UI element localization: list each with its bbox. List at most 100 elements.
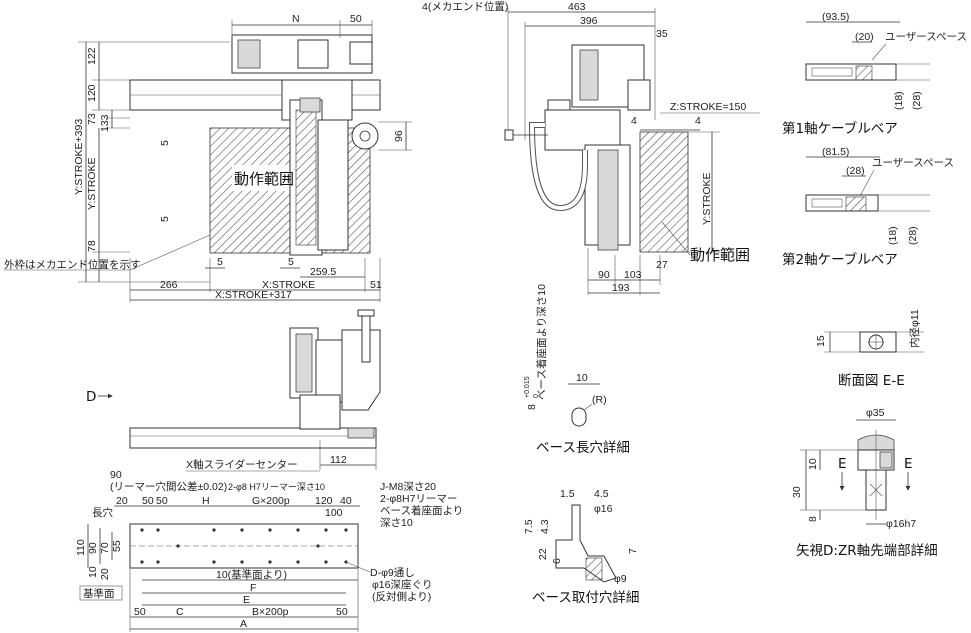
slider-center-label: X軸スライダーセンター	[186, 458, 298, 471]
base-d40: 40	[340, 495, 352, 507]
base-phi8-note2: 深さ10	[380, 517, 413, 529]
base-d50-b: 50	[156, 495, 168, 507]
dim-133: 133	[99, 114, 111, 132]
base-d90: 90	[110, 469, 122, 481]
front-view: D 112 X軸スライダーセンター	[86, 309, 381, 472]
cb1-dim-28: (28)	[911, 91, 923, 110]
mt-d6: 6	[551, 558, 563, 564]
base-a: A	[240, 618, 247, 630]
dim-51: 51	[370, 279, 382, 291]
mt-d7: 7	[627, 548, 639, 554]
dim-266: 266	[160, 279, 178, 291]
base-d110: 110	[75, 539, 87, 556]
dim-103: 103	[624, 269, 642, 281]
mt-d4-5: 4.5	[594, 488, 609, 500]
cb2-dim-28: (28)	[846, 165, 865, 177]
dim-x-stroke: X:STROKE	[262, 279, 315, 291]
dim-73: 73	[86, 113, 98, 125]
base-d50-c: 50	[134, 606, 146, 618]
slot-detail: ベース着座面より深さ10 8 +0.015 0 10 (R) ベース長穴詳細	[524, 284, 630, 456]
mt-phi16: φ16	[594, 503, 613, 515]
base-d20v: 20	[99, 568, 111, 580]
ee-inner-dia: 内径φ11	[908, 309, 921, 348]
dim-90-side: 90	[598, 269, 610, 281]
dim-4-a: 4	[631, 115, 637, 127]
zr-e-right: E	[904, 456, 913, 472]
zr-detail: φ35 E E 10 30 8 φ16h7 矢視D:ZR軸先端部詳細	[791, 407, 938, 559]
cb2-title: 第2軸ケーブルベア	[782, 251, 898, 268]
section-ee: 15 内径φ11 断面図 E-E	[815, 309, 924, 389]
base-phi8h7: 2-φ8H7リーマー	[380, 493, 457, 505]
slot-d10: 10	[576, 372, 588, 384]
dim-96: 96	[393, 130, 405, 142]
top-range-label: 動作範囲	[234, 170, 294, 188]
dim-463: 463	[568, 1, 586, 13]
slot-tol: 8	[526, 404, 538, 410]
ee-title: 断面図 E-E	[838, 373, 905, 389]
outer-frame-note: 外枠はメカエンド位置を示す	[4, 258, 141, 271]
zr-e-left: E	[838, 456, 847, 472]
mt-d22: 22	[537, 548, 549, 560]
dim-n: N	[292, 13, 300, 25]
base-phi16-cb: φ16深座ぐり	[372, 578, 433, 591]
mount-title: ベース取付穴詳細	[532, 590, 639, 606]
dim-112: 112	[330, 454, 347, 466]
zr-title: 矢視D:ZR軸先端部詳細	[796, 543, 938, 559]
slot-tol-sub: 0	[533, 394, 540, 398]
base-g: G×200p	[252, 495, 290, 507]
dim-x-stroke-317: X:STROKE+317	[215, 289, 292, 301]
cb2-dim-28b: (28)	[907, 226, 919, 245]
zr-phi16h7: φ16h7	[886, 518, 916, 530]
ee-dim-15: 15	[815, 335, 827, 347]
dim-z-stroke: Z:STROKE=150	[670, 101, 746, 113]
side-y-stroke: Y:STROKE	[701, 172, 713, 225]
base-view: 90 (リーマー穴間公差±0.02) 2-φ8 H7リーマー深さ10 J-M8深…	[75, 469, 463, 632]
mt-phi9: φ9	[614, 573, 627, 585]
side-range-label: 動作範囲	[690, 246, 750, 264]
cb2-dim-18: (18)	[887, 226, 899, 245]
dim-y-stroke-393: Y:STROKE+393	[73, 119, 85, 195]
base-d10v: 10	[87, 566, 99, 578]
base-reamer-tol: (リーマー穴間公差±0.02)	[110, 480, 227, 493]
dim-5-b: 5	[159, 216, 171, 222]
top-view: 122 Y:STROKE+393 120 73 133 Y:STROKE 78 …	[4, 13, 412, 302]
slot-title: ベース長穴詳細	[536, 440, 630, 456]
dim-78: 78	[86, 240, 98, 252]
side-view: 463 4(メカエンド位置) 396 35 Z:STROKE=150 4 4 Y…	[422, 0, 760, 295]
base-j-m8: J-M8深さ20	[380, 481, 436, 493]
base-f: F	[250, 582, 256, 594]
base-d50-d: 50	[336, 606, 348, 618]
base-d120: 120	[315, 495, 333, 507]
slot-r: (R)	[592, 394, 607, 406]
base-phi8-note1: ベース着座面より	[380, 504, 463, 517]
dim-27: 27	[656, 259, 668, 271]
cable-bear-1: (93.5) (20) ユーザースペース (18) (28) 第1軸ケーブルベア	[782, 11, 967, 137]
zr-dim-30: 30	[791, 486, 803, 498]
mt-d7-5: 7.5	[523, 519, 535, 534]
base-d50-a: 50	[142, 495, 154, 507]
cb1-title: 第1軸ケーブルベア	[782, 120, 898, 137]
cb2-dim-81-5: (81.5)	[822, 146, 849, 158]
dim-193: 193	[612, 282, 630, 294]
cb2-user-space: ユーザースペース	[872, 157, 954, 169]
dim-259-5: 259.5	[310, 266, 336, 278]
base-datum: 基準面	[83, 587, 115, 600]
dim-5-d: 5	[288, 256, 294, 268]
base-c: C	[176, 606, 184, 618]
base-d70: 70	[99, 542, 111, 554]
base-e: E	[243, 594, 250, 606]
base-b: B×200p	[252, 606, 289, 618]
dim-50-top: 50	[350, 13, 362, 25]
base-d90v: 90	[87, 542, 99, 554]
base-d100: 100	[325, 507, 343, 519]
base-d55: 55	[111, 540, 123, 552]
d-arrow-label: D	[86, 389, 96, 405]
dim-396: 396	[580, 15, 598, 27]
base-opp-side: (反対側より)	[372, 590, 431, 603]
base-h: H	[202, 495, 210, 507]
base-pin-note: 2-φ8 H7リーマー深さ10	[228, 482, 325, 492]
dim-4-b: 4	[695, 115, 701, 127]
dim-5-c: 5	[217, 256, 223, 268]
mt-d1-5: 1.5	[560, 488, 575, 500]
